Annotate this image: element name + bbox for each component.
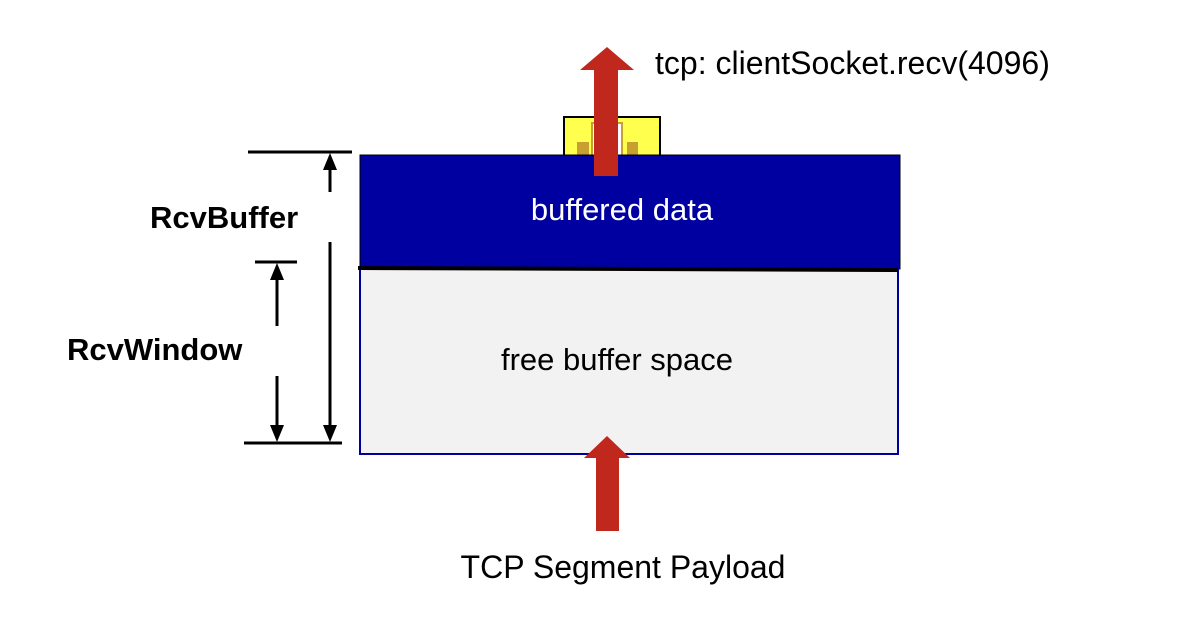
rcvbuffer-dimension xyxy=(244,150,352,445)
rcvwindow-dimension xyxy=(255,260,297,442)
buffered-data-label: buffered data xyxy=(531,192,714,227)
recv-call-label: tcp: clientSocket.recv(4096) xyxy=(655,45,1050,81)
free-buffer-region xyxy=(359,268,899,455)
buffered-data-region xyxy=(359,154,901,270)
rcvwindow-label: RcvWindow xyxy=(67,332,243,367)
payload-label: TCP Segment Payload xyxy=(461,549,786,585)
rcvbuffer-label: RcvBuffer xyxy=(150,200,298,235)
buffer-divider xyxy=(357,266,899,272)
payload-arrow-icon xyxy=(584,436,630,531)
recv-arrow-icon xyxy=(580,47,634,176)
free-buffer-label: free buffer space xyxy=(501,342,733,377)
